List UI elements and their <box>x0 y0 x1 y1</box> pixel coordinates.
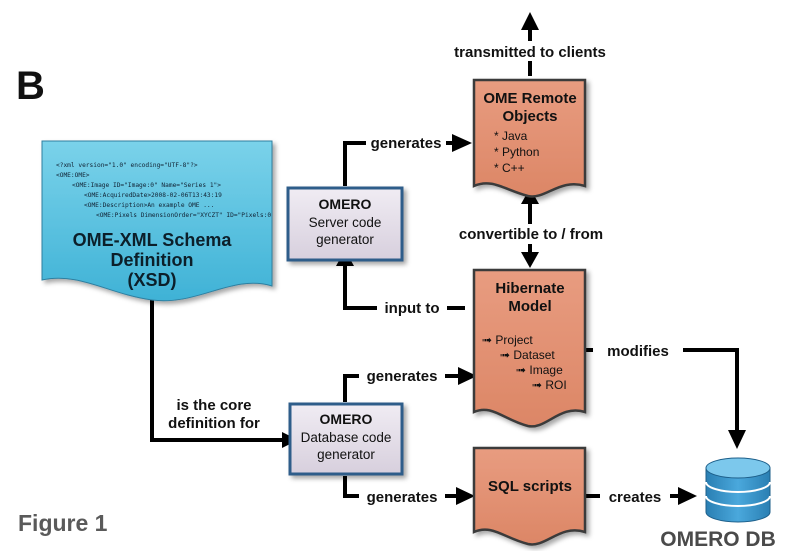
label-creates: creates <box>609 489 662 506</box>
xsd-code-line: <OME:Image ID="Image:0" Name="Series 1"> <box>72 182 221 189</box>
xsd-title-line: Definition <box>111 250 194 270</box>
arrowhead-convertible-down <box>521 252 539 268</box>
label-modifies: modifies <box>607 343 669 360</box>
remote-objects-item: * Java <box>494 129 528 143</box>
arrowhead-generates-hibernate <box>458 367 477 385</box>
server-generator-title: OMERO <box>319 196 372 212</box>
xsd-title-line: (XSD) <box>128 270 177 290</box>
remote-objects-item: * C++ <box>494 161 525 175</box>
hibernate-item: ➟ Dataset <box>500 348 555 362</box>
database-generator-title: OMERO <box>320 411 373 427</box>
xsd-code-line: <OME:AcquiredDate>2008-02-06T13:43:19 <box>84 192 222 199</box>
hibernate-item: ➟ Project <box>482 333 533 347</box>
label-backgrounds <box>359 41 683 507</box>
hibernate-item: ➟ Image <box>516 363 563 377</box>
label-generates-sql: generates <box>367 489 438 506</box>
arrowhead-generates-sql <box>456 487 475 505</box>
xsd-code-block: <?xml version="1.0" encoding="UTF-8"?> <… <box>56 162 271 219</box>
omero-db: OMERO DB <box>660 457 776 551</box>
xsd-code-line: <?xml version="1.0" encoding="UTF-8"?> <box>56 162 198 169</box>
xsd-code-line: <OME:Pixels DimensionOrder="XYCZT" ID="P… <box>96 212 271 219</box>
edge-labels: transmitted to clients generates convert… <box>168 44 669 506</box>
xsd-title-line: OME-XML Schema <box>73 230 233 250</box>
database-generator-line: generator <box>317 447 375 462</box>
arrowhead-creates <box>678 487 697 505</box>
xsd-code-line: <OME:Description>An example OME ... <box>84 202 214 209</box>
label-core-definition-1: is the core <box>176 397 251 414</box>
server-generator-box <box>286 186 404 262</box>
label-input-to: input to <box>385 300 440 317</box>
label-transmitted: transmitted to clients <box>454 44 606 61</box>
label-generates-server: generates <box>371 135 442 152</box>
server-code-generator: OMERO Server code generator <box>286 186 404 262</box>
sql-scripts-shape <box>472 446 587 546</box>
database-generator-box <box>288 402 404 476</box>
database-generator-line: Database code <box>301 430 392 445</box>
label-convertible: convertible to / from <box>459 226 603 243</box>
database-code-generator: OMERO Database code generator <box>288 402 404 476</box>
xsd-document: <?xml version="1.0" encoding="UTF-8"?> <… <box>41 140 273 302</box>
label-generates-hibernate: generates <box>367 368 438 385</box>
hibernate-model-shape <box>472 268 587 428</box>
arrowhead-transmitted <box>521 12 539 30</box>
label-core-definition-2: definition for <box>168 415 260 432</box>
database-icon <box>705 457 771 523</box>
panel-letter: B <box>16 64 45 108</box>
remote-objects-title: OME Remote <box>483 90 576 107</box>
connector-core-definition <box>150 298 282 442</box>
figure-caption: Figure 1 <box>18 510 108 536</box>
remote-objects: OME Remote Objects * Java * Python * C++ <box>472 78 587 198</box>
xsd-document-shape <box>41 140 273 302</box>
remote-objects-shape <box>472 78 587 198</box>
remote-objects-title: Objects <box>502 108 557 125</box>
xsd-code-line: <OME:OME> <box>56 172 90 179</box>
omero-db-label: OMERO DB <box>660 528 776 551</box>
hibernate-model-title: Hibernate <box>495 280 564 297</box>
connector-modifies <box>585 348 739 432</box>
sql-scripts: SQL scripts <box>472 446 587 546</box>
remote-objects-item: * Python <box>494 145 539 159</box>
xsd-title: OME-XML Schema Definition (XSD) <box>73 230 233 290</box>
server-generator-line: generator <box>316 232 374 247</box>
arrowhead-modifies <box>728 430 746 449</box>
hibernate-model: Hibernate Model ➟ Project ➟ Dataset ➟ Im… <box>472 268 587 428</box>
server-generator-line: Server code <box>309 215 382 230</box>
hibernate-item: ➟ ROI <box>532 378 567 392</box>
hibernate-model-title: Model <box>508 298 551 315</box>
sql-scripts-title: SQL scripts <box>488 478 572 495</box>
arrowhead-generates-server <box>452 134 472 152</box>
